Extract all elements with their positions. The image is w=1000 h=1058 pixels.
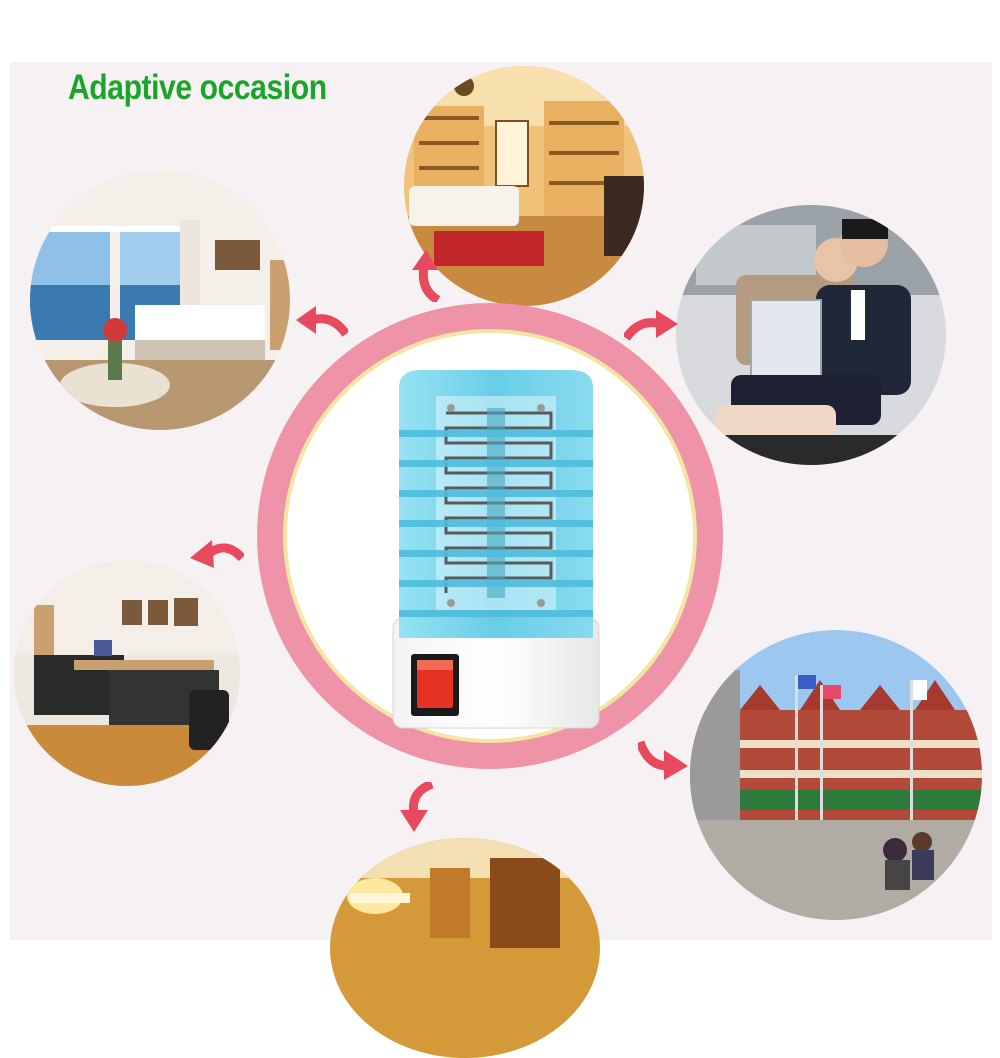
curved-arrow-icon	[296, 306, 348, 337]
airport-lounge-scene	[676, 205, 946, 465]
curved-arrow-icon	[190, 540, 244, 568]
hotel-room-scene	[330, 838, 600, 1058]
power-switch-icon	[411, 654, 459, 716]
curved-arrow-icon	[638, 740, 688, 780]
curved-arrow-icon	[400, 782, 434, 832]
living-room-scene	[404, 66, 644, 306]
town-square-scene	[690, 630, 982, 920]
mosquito-killer-lamp	[391, 368, 601, 730]
page-title: Adaptive occasion	[68, 68, 327, 107]
bedroom-scene	[30, 170, 290, 430]
curved-arrow-icon	[412, 250, 441, 302]
office-scene	[14, 560, 240, 786]
curved-arrow-icon	[624, 310, 678, 341]
